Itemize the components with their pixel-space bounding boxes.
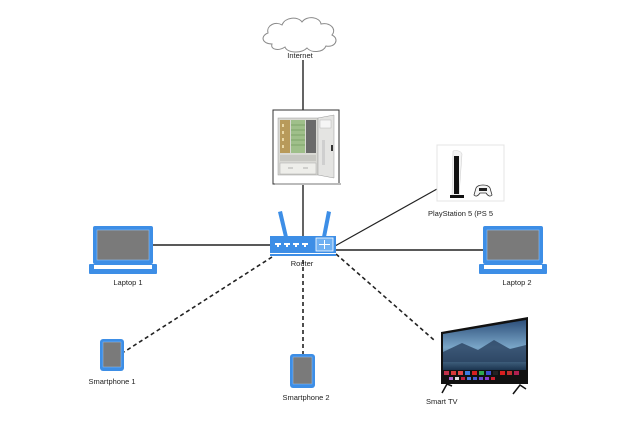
- smartphone-icon: [100, 339, 124, 371]
- ps5-label: PlayStation 5 (PS 5: [428, 209, 493, 218]
- router-node[interactable]: Router: [270, 211, 336, 268]
- isp-cabinet-node[interactable]: [272, 109, 341, 185]
- connection-router-ps5: [334, 188, 438, 247]
- smartphone1-node[interactable]: Smartphone 1: [88, 339, 136, 386]
- network-cabinet-icon: [277, 114, 335, 179]
- router-label: Router: [291, 259, 314, 268]
- connections: [123, 60, 483, 354]
- laptop2-node[interactable]: Laptop 2: [479, 226, 547, 287]
- smarttv-node[interactable]: Smart TV: [426, 317, 528, 406]
- internet-label: Internet: [287, 51, 313, 60]
- smartphone-icon: [290, 354, 315, 388]
- laptop1-node[interactable]: Laptop 1: [89, 226, 157, 287]
- ps5-node[interactable]: PlayStation 5 (PS 5: [428, 144, 505, 218]
- laptop-icon: [89, 226, 157, 274]
- cloud-icon: [262, 17, 337, 53]
- smartphone2-node[interactable]: Smartphone 2: [282, 354, 330, 402]
- connection-router-smartphone1: [123, 256, 273, 353]
- smarttv-label: Smart TV: [426, 397, 458, 406]
- router-icon: [270, 211, 336, 256]
- smartphone2-label: Smartphone 2: [282, 393, 329, 402]
- laptop-icon: [479, 226, 547, 274]
- game-console-icon: [450, 150, 493, 198]
- internet-node[interactable]: Internet: [262, 17, 337, 60]
- laptop1-label: Laptop 1: [113, 278, 142, 287]
- laptop2-label: Laptop 2: [502, 278, 531, 287]
- smartphone1-label: Smartphone 1: [88, 377, 135, 386]
- ps5-frame: [436, 144, 505, 202]
- tv-app-row: [444, 371, 519, 380]
- connection-router-smarttv: [335, 253, 435, 341]
- tv-icon: [441, 317, 528, 395]
